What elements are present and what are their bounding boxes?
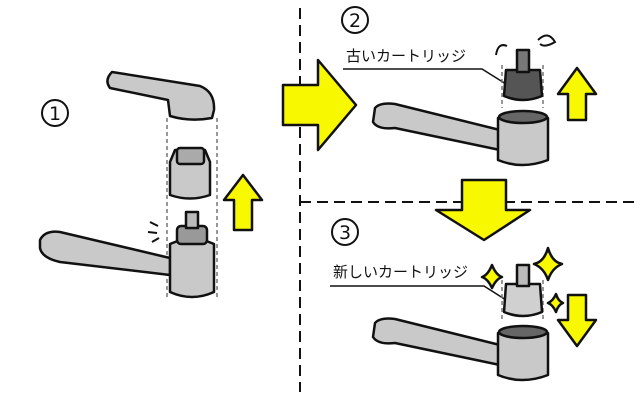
faucet-opening	[497, 109, 549, 125]
cartridge-stem	[515, 48, 531, 74]
label-leader-line	[330, 285, 507, 301]
faucet-spout	[38, 230, 172, 277]
sparkle-icon	[480, 263, 504, 290]
step-2-badge	[341, 6, 369, 34]
dirt-squiggle	[495, 34, 557, 56]
step-3: 3 新しいカートリッジ	[330, 218, 598, 382]
cap-nut	[175, 146, 206, 166]
motion-lines	[147, 221, 160, 243]
step-1-badge	[41, 99, 69, 127]
arrow-right-icon	[281, 58, 358, 152]
faucet-body	[168, 237, 216, 299]
step-3-badge	[331, 218, 359, 246]
old-cartridge-label: 古いカートリッジ	[346, 47, 466, 65]
new-cartridge	[502, 282, 544, 318]
faucet-opening	[497, 324, 549, 340]
arrow-up-icon	[222, 173, 264, 232]
cartridge-stem	[515, 263, 531, 288]
cartridge-stem	[184, 210, 200, 230]
faucet-spout	[371, 317, 502, 367]
faucet-lever-handle	[106, 70, 216, 121]
faucet-spout	[371, 102, 502, 152]
sparkle-icon	[546, 292, 565, 314]
step-1-number: 1	[49, 103, 61, 125]
arrow-down-icon	[556, 293, 598, 348]
arrow-up-icon	[556, 66, 598, 122]
sparkle-icon	[532, 246, 564, 282]
step-1: 1	[38, 70, 264, 300]
new-cartridge-label: 新しいカートリッジ	[333, 263, 468, 281]
arrow-down-icon	[434, 178, 532, 242]
step-2: 2 古いカートリッジ	[341, 6, 598, 167]
label-leader-line	[343, 68, 507, 85]
old-cartridge	[502, 68, 544, 102]
step-3-number: 3	[339, 222, 351, 244]
step-2-number: 2	[349, 10, 361, 32]
